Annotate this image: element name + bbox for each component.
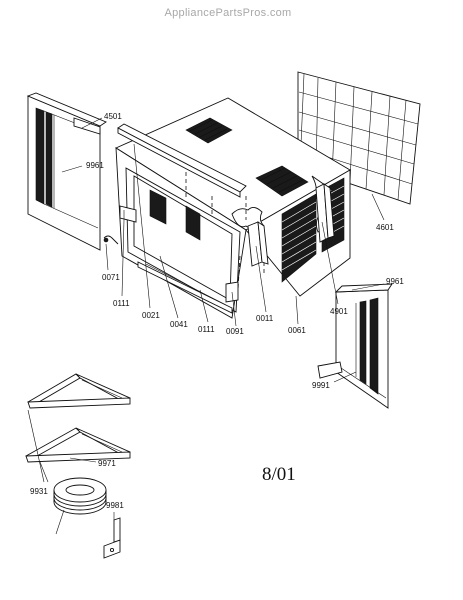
label-0021: 0021 xyxy=(142,311,160,320)
screw-0071 xyxy=(103,235,119,245)
bracket-0111-left xyxy=(119,205,137,223)
angle-support-lower-9971 xyxy=(25,427,131,463)
left-side-curtain-panel xyxy=(26,92,107,251)
bracket-9931 xyxy=(103,517,121,559)
label-9961-left: 9961 xyxy=(86,161,104,170)
label-0111-a: 0111 xyxy=(113,299,130,308)
label-0041: 0041 xyxy=(170,320,188,329)
label-9961-right: 9961 xyxy=(386,277,404,286)
filter-grid-4901 xyxy=(297,71,421,205)
angle-support-upper-9971 xyxy=(27,373,131,409)
label-9971: 9971 xyxy=(98,459,116,468)
watermark-text: AppliancePartsPros.com xyxy=(164,7,291,19)
date-mark: 8/01 xyxy=(262,464,296,485)
label-0071: 0071 xyxy=(102,273,120,282)
label-4501: 4501 xyxy=(104,112,122,121)
bracket-0061 xyxy=(315,183,335,243)
label-0011: 0011 xyxy=(256,314,274,323)
seal-coil-9981 xyxy=(53,477,107,515)
label-9931: 9931 xyxy=(30,487,48,496)
top-rail-0021 xyxy=(117,123,247,198)
label-0091: 0091 xyxy=(226,327,244,336)
label-9981: 9981 xyxy=(106,501,124,510)
label-4901: 4901 xyxy=(330,307,348,316)
label-0061: 0061 xyxy=(288,326,306,335)
label-9991: 9991 xyxy=(312,381,330,390)
top-louvre-left xyxy=(185,117,233,144)
leader-lines xyxy=(27,117,385,535)
label-4601: 4601 xyxy=(376,223,394,232)
label-0111-b: 0111 xyxy=(198,325,215,334)
top-louvre-right xyxy=(255,165,309,197)
bracket-0091 xyxy=(247,221,269,267)
